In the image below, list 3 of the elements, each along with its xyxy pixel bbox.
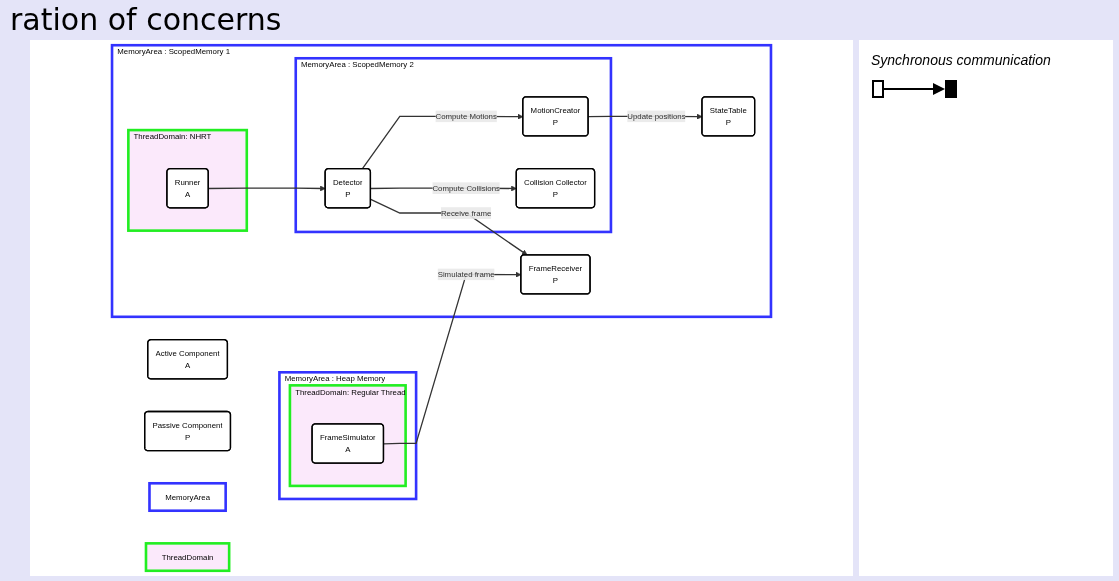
arrow — [370, 198, 528, 256]
slide-title: ration of concerns — [9, 1, 283, 39]
legend-text: Synchronous communication — [871, 52, 1051, 68]
